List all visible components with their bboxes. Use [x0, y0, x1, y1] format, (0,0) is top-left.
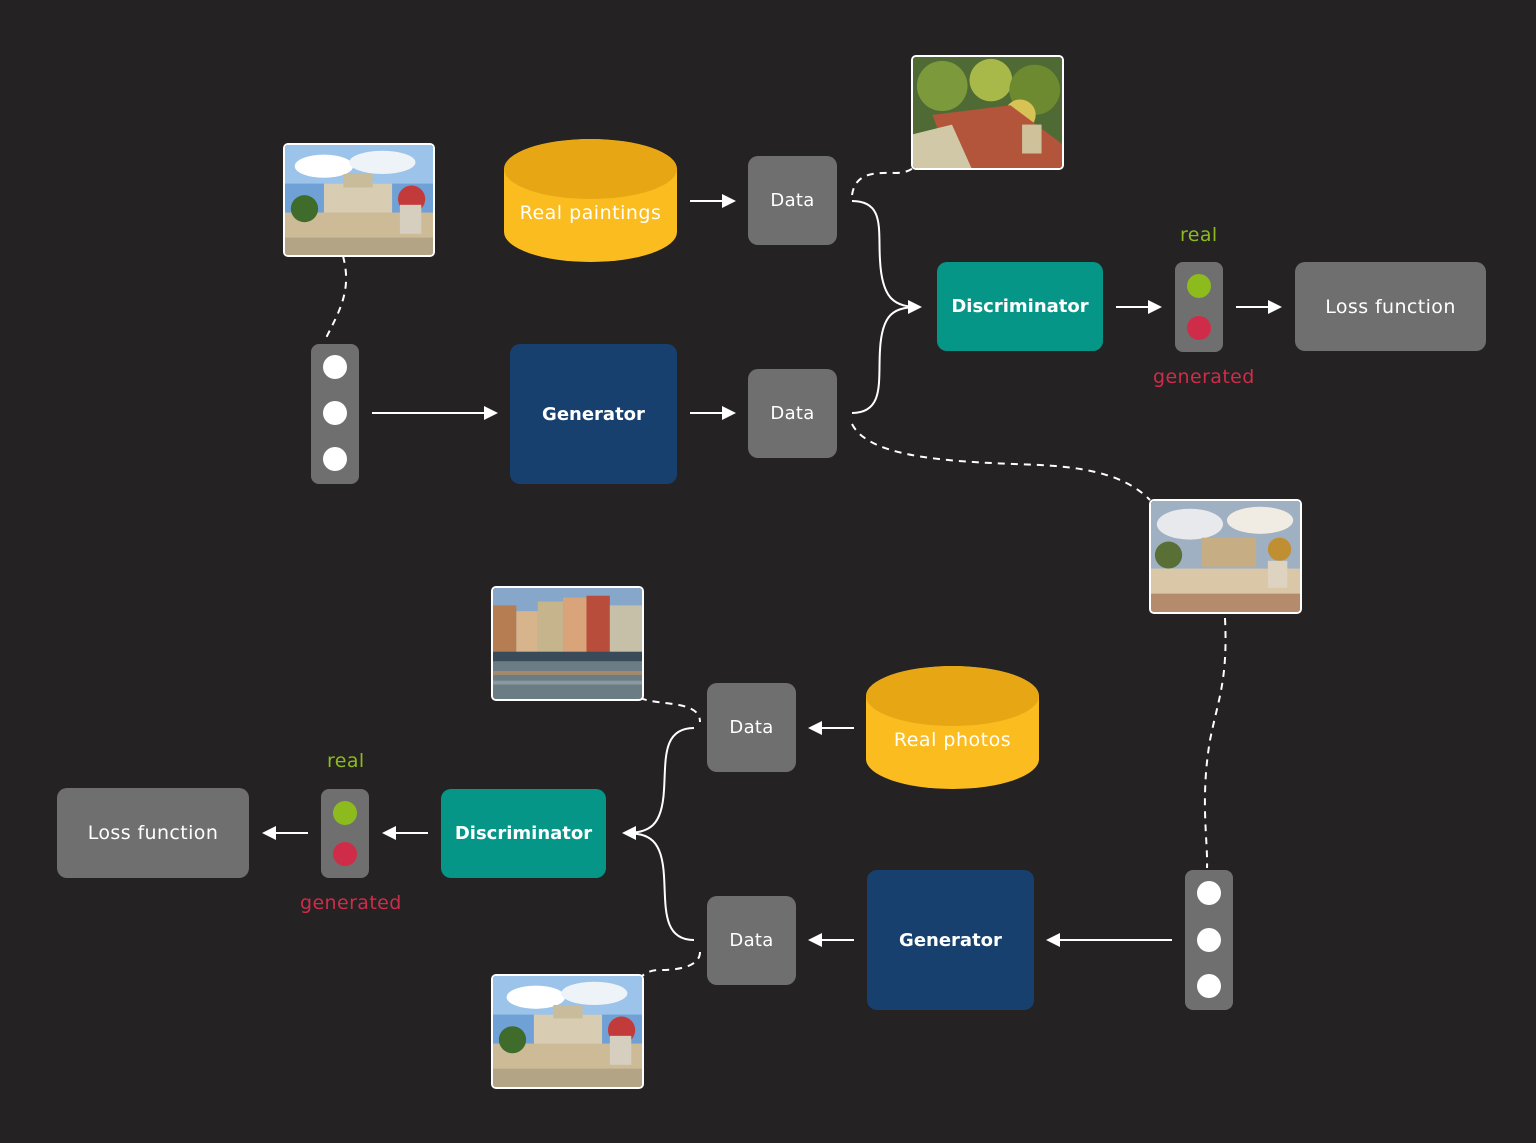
- input-signal-icon: [311, 344, 359, 484]
- data-node-real: Data: [748, 156, 837, 245]
- dashed-link: [1203, 617, 1227, 869]
- loss-function-node: Loss function: [1295, 262, 1486, 351]
- cylinder-top: [866, 666, 1039, 726]
- real-label: real: [327, 750, 365, 772]
- generator-label: Generator: [542, 403, 645, 425]
- dashed-link: [324, 255, 348, 341]
- connector: [851, 300, 922, 414]
- discriminator-node: Discriminator: [441, 789, 606, 878]
- data-label: Data: [770, 403, 815, 424]
- real-photos-database: Real photos: [866, 666, 1039, 789]
- real-indicator: [333, 801, 357, 825]
- data-label: Data: [729, 717, 774, 738]
- traffic-light-icon: [1175, 262, 1223, 352]
- source-label: Real photos: [893, 728, 1012, 751]
- loss-label: Loss function: [87, 822, 219, 844]
- source-label: Real paintings: [519, 201, 662, 224]
- connector: [851, 200, 921, 308]
- loss-function-node: Loss function: [57, 788, 249, 878]
- data-label: Data: [729, 930, 774, 951]
- generated-painting-thumbnail: [1149, 499, 1302, 614]
- connector: [622, 826, 695, 941]
- dashed-link: [851, 165, 916, 196]
- dashed-link: [639, 697, 701, 723]
- photo-thumbnail: [491, 586, 644, 701]
- input-signal-icon: [1185, 870, 1233, 1010]
- discriminator-label: Discriminator: [951, 296, 1089, 317]
- generated-label: generated: [300, 892, 402, 914]
- loss-label: Loss function: [1325, 295, 1456, 318]
- real-paintings-database: Real paintings: [504, 139, 677, 262]
- dashed-link: [851, 423, 1151, 501]
- connector: [623, 727, 695, 834]
- generated-photo-thumbnail: [491, 974, 644, 1089]
- data-node-generated: Data: [707, 896, 796, 985]
- discriminator-label: Discriminator: [454, 823, 593, 844]
- cylinder-top: [504, 139, 677, 199]
- generated-indicator: [1187, 316, 1211, 340]
- dashed-link: [641, 951, 701, 977]
- generated-indicator: [333, 842, 357, 866]
- photo-thumbnail: [283, 143, 435, 257]
- generator-label: Generator: [899, 929, 1002, 951]
- generated-label: generated: [1153, 366, 1255, 388]
- painting-thumbnail: [911, 55, 1064, 170]
- discriminator-node: Discriminator: [937, 262, 1103, 351]
- generator-node: Generator: [867, 870, 1034, 1010]
- generator-node: Generator: [510, 344, 677, 484]
- real-indicator: [1187, 274, 1211, 298]
- data-node-generated: Data: [748, 369, 837, 458]
- real-label: real: [1180, 224, 1218, 246]
- data-node-real: Data: [707, 683, 796, 772]
- data-label: Data: [770, 190, 815, 211]
- traffic-light-icon: [321, 789, 369, 878]
